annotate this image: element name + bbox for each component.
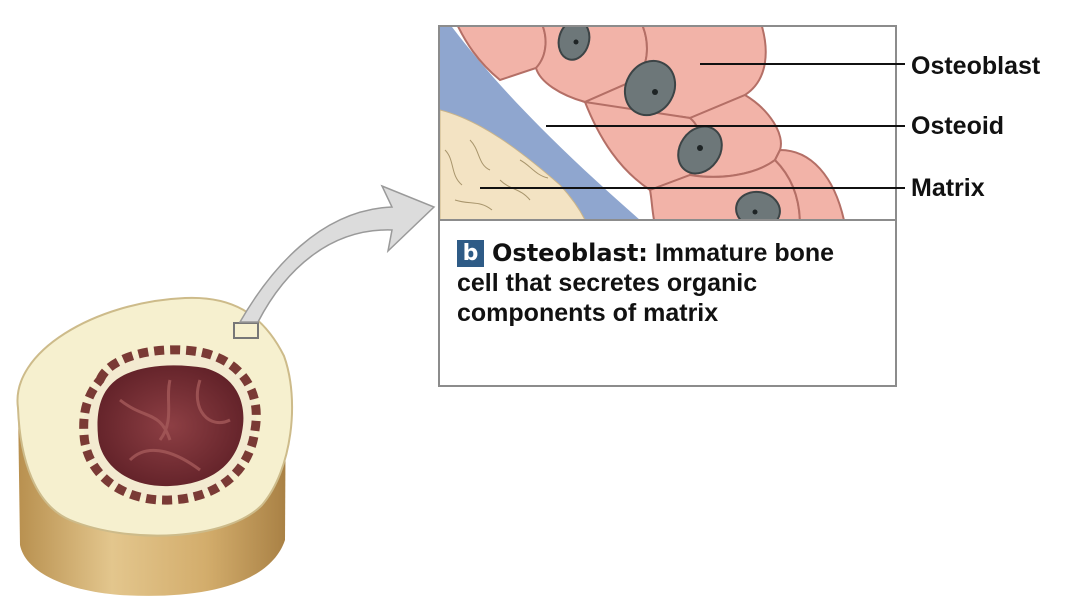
caption-term: Osteoblast: — [492, 239, 648, 267]
label-matrix: Matrix — [911, 174, 985, 202]
trabeculae — [119, 379, 231, 472]
matrix-layer — [440, 109, 586, 220]
bone-cross-section — [16, 296, 294, 596]
label-osteoid: Osteoid — [911, 112, 1005, 140]
magnified-panel — [438, 25, 897, 387]
caption-description: Immature bone cell that secretes organic… — [457, 239, 835, 327]
matrix-lacunae — [444, 139, 549, 211]
magnified-region-marker — [233, 322, 259, 339]
magnification-arrow — [238, 184, 436, 323]
label-osteoblast: Osteoblast — [911, 52, 1041, 80]
caption-badge: b — [457, 240, 484, 267]
caption: b Osteoblast: Immature bone cell that sec… — [457, 238, 877, 328]
nucleoli — [573, 39, 758, 215]
